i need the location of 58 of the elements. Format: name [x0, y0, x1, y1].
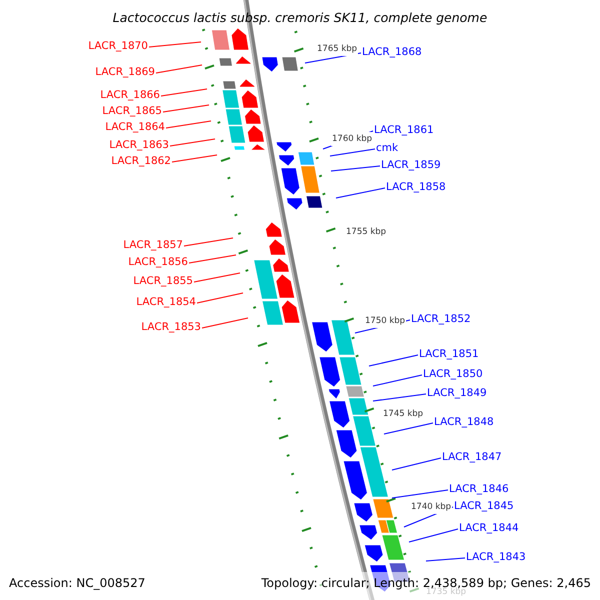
gene-label: LACR_1852 — [411, 312, 471, 326]
gene-label: LACR_1855 — [133, 274, 193, 288]
gene-label: cmk — [376, 141, 398, 155]
position-label: 1750 kbp — [364, 314, 406, 328]
leader-line — [188, 254, 236, 264]
gene-label: LACR_1847 — [442, 450, 502, 464]
position-label: 1765 kbp — [316, 42, 358, 56]
gene-label: LACR_1862 — [111, 154, 171, 168]
leader-line — [170, 138, 216, 146]
position-label: 1740 kbp — [410, 500, 452, 514]
leader-line — [426, 558, 466, 562]
gene-label: LACR_1853 — [141, 320, 201, 334]
gene-label: LACR_1851 — [419, 347, 479, 361]
leader-line — [172, 154, 218, 162]
gene-label: LACR_1859 — [381, 158, 441, 172]
leader-line — [368, 354, 418, 366]
accession-text: Accession: NC_008527 — [9, 576, 146, 590]
leader-line — [166, 120, 212, 128]
leader-line — [372, 394, 426, 402]
gene-label: LACR_1857 — [123, 238, 183, 252]
gene-label: LACR_1858 — [386, 180, 446, 194]
leader-line — [372, 374, 422, 386]
leader-line — [184, 238, 234, 246]
gene-label: LACR_1856 — [128, 255, 188, 269]
gene-label: LACR_1861 — [374, 123, 434, 137]
leader-line — [194, 272, 240, 282]
gene-label: LACR_1864 — [105, 120, 165, 134]
leader-line — [330, 166, 380, 172]
gene-label: LACR_1869 — [95, 65, 155, 79]
gene-label: LACR_1849 — [427, 386, 487, 400]
leader-line — [196, 292, 244, 304]
gene-label: LACR_1850 — [423, 367, 483, 381]
gene-label: LACR_1844 — [459, 521, 519, 535]
gene-label: LACR_1846 — [449, 482, 509, 496]
position-label: 1760 kbp — [331, 132, 374, 146]
position-label: 1745 kbp — [382, 407, 424, 421]
leader-line — [202, 318, 248, 328]
leader-line — [336, 188, 386, 198]
gene-label: LACR_1863 — [109, 138, 169, 152]
leader-line — [160, 88, 208, 96]
leader-line — [148, 42, 202, 48]
leader-line — [408, 528, 458, 542]
title: Lactococcus lactis subsp. cremoris SK11, complete genome — [112, 11, 488, 25]
gene-label: LACR_1870 — [88, 39, 148, 53]
leader-line — [162, 104, 210, 112]
gene-label: LACR_1854 — [136, 295, 196, 309]
leader-line — [392, 458, 442, 470]
leader-line — [392, 490, 448, 498]
leader-line — [156, 64, 202, 74]
gene-label: LACR_1845 — [454, 499, 514, 513]
gene-label: LACR_1866 — [100, 88, 160, 102]
position-label: 1755 kbp — [345, 225, 388, 239]
gene-label: LACR_1848 — [434, 415, 494, 429]
leader-line — [384, 422, 434, 434]
gene-label: LACR_1843 — [466, 550, 526, 564]
gene-label: LACR_1865 — [102, 104, 162, 118]
gene-label: LACR_1868 — [362, 45, 422, 59]
leader-line — [330, 148, 376, 156]
